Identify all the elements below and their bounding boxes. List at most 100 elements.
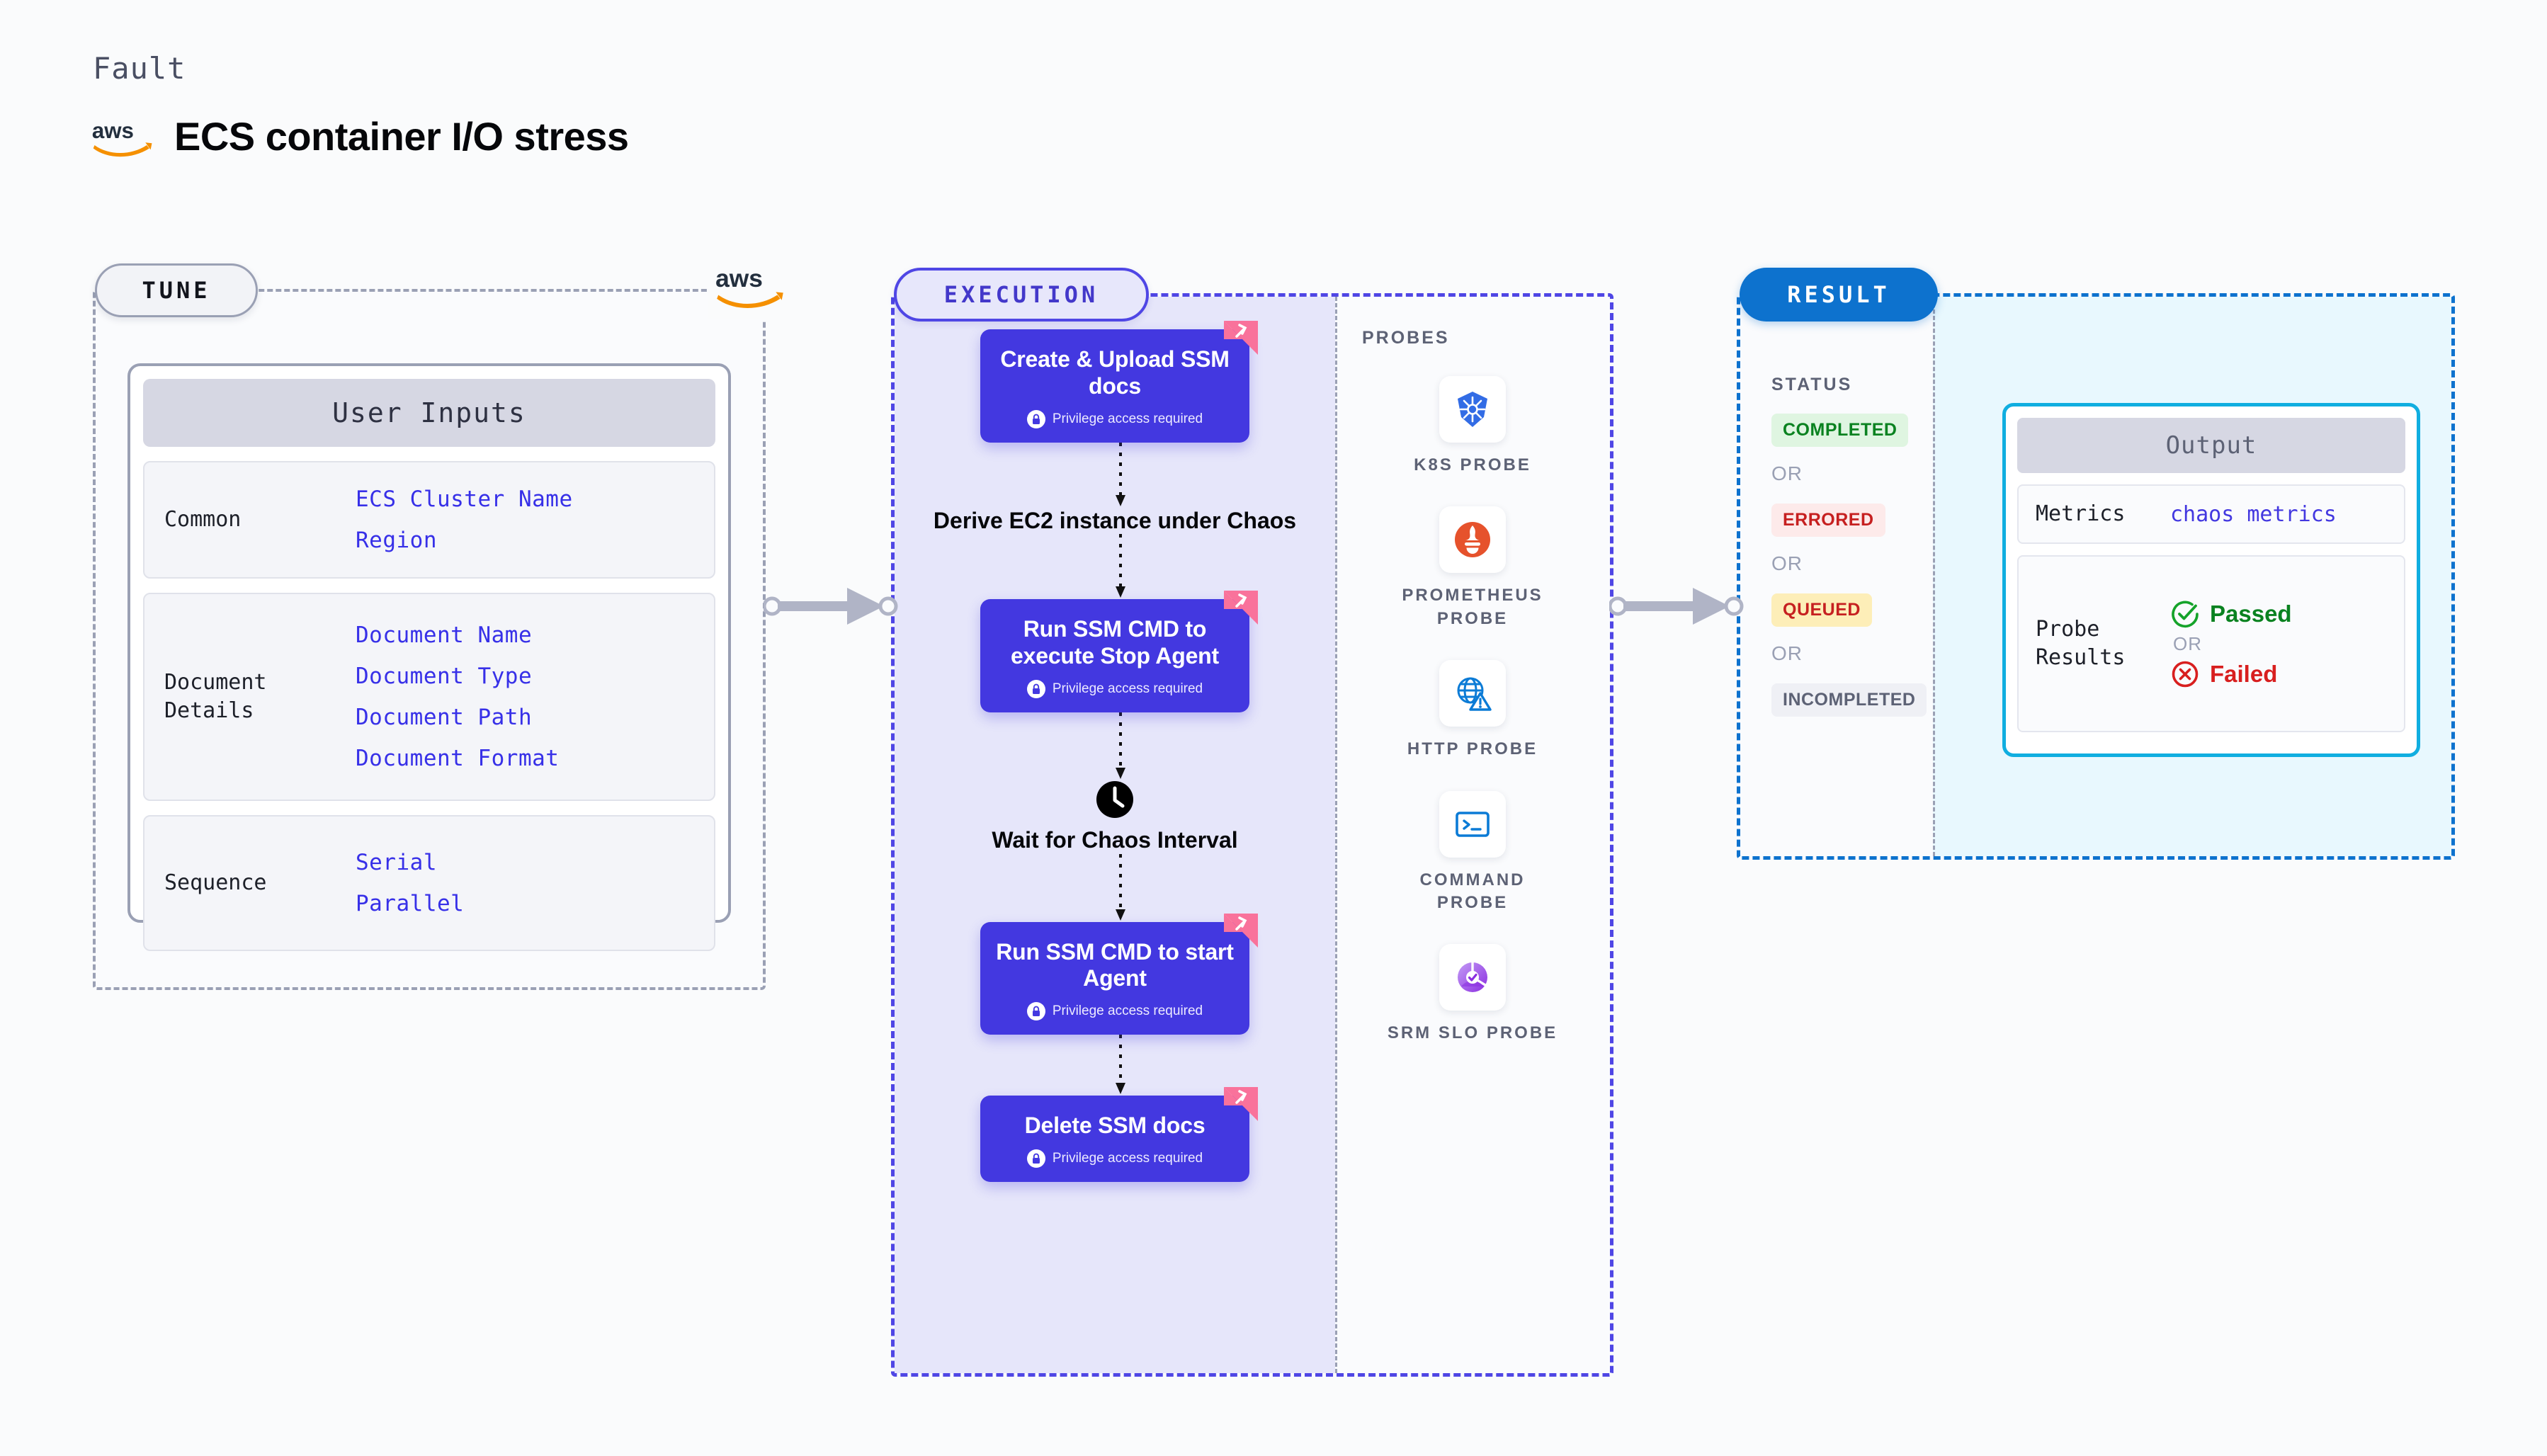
or-separator: OR — [2173, 632, 2202, 654]
probe-item-k8s[interactable]: K8S PROBE — [1384, 376, 1561, 477]
probe-icon-tile — [1439, 660, 1506, 727]
input-value[interactable]: Document Name — [356, 622, 533, 648]
flow-arrow — [1113, 712, 1125, 780]
probe-label: HTTP PROBE — [1407, 739, 1538, 759]
lock-icon — [1026, 1002, 1045, 1020]
privilege-note: Privilege access required — [992, 1149, 1238, 1168]
svg-text:aws: aws — [92, 118, 134, 142]
input-value[interactable]: Document Format — [356, 746, 560, 771]
privilege-text: Privilege access required — [1052, 1150, 1203, 1166]
execution-step-card[interactable]: Create & Upload SSM docs Privilege acces… — [980, 321, 1258, 443]
privilege-note: Privilege access required — [992, 409, 1238, 428]
probes-column: PROBES — [1335, 297, 1610, 1373]
execution-step-card[interactable]: Run SSM CMD to execute Stop Agent Privil… — [980, 591, 1258, 712]
lock-icon — [1026, 1149, 1045, 1168]
fault-eyebrow-label: Fault — [93, 51, 186, 86]
user-inputs-card: User Inputs Common ECS Cluster Name Regi… — [127, 363, 731, 951]
status-badge-completed: COMPLETED — [1771, 414, 1909, 447]
result-panel: STATUS COMPLETED OR ERRORED OR QUEUED OR… — [1737, 293, 2455, 860]
or-separator: OR — [1771, 462, 1803, 484]
flow-arrow — [1113, 442, 1125, 508]
step-title: Create & Upload SSM docs — [1000, 346, 1230, 399]
probe-label: SRM SLO PROBE — [1387, 1023, 1558, 1043]
probe-icon-tile — [1439, 506, 1506, 574]
privilege-note: Privilege access required — [992, 679, 1238, 698]
probe-result-values: Passed OR Failed — [2170, 599, 2292, 689]
flow-arrow — [1113, 534, 1125, 599]
privilege-text: Privilege access required — [1052, 1003, 1203, 1018]
output-metrics-value[interactable]: chaos metrics — [2170, 501, 2337, 527]
row-label: Sequence — [164, 870, 267, 895]
revert-badge-icon — [1224, 913, 1258, 948]
status-label: STATUS — [1771, 375, 1853, 394]
execution-step-list: Create & Upload SSM docs Privilege acces… — [895, 297, 1335, 1373]
input-value[interactable]: Parallel — [356, 891, 465, 916]
execution-steps-background — [895, 297, 1335, 1373]
page-title: ECS container I/O stress — [174, 114, 629, 159]
privilege-note: Privilege access required — [992, 1002, 1238, 1020]
lock-icon — [1026, 409, 1045, 428]
execution-step-plain: Derive EC2 instance under Chaos — [934, 508, 1296, 535]
output-row-metrics: Metrics chaos metrics — [2017, 484, 2405, 544]
execution-step-card[interactable]: Run SSM CMD to start Agent Privilege acc… — [980, 913, 1258, 1035]
clock-icon — [1096, 780, 1133, 818]
probe-result-passed: Passed — [2170, 599, 2292, 629]
probe-icon-tile — [1439, 944, 1506, 1011]
probe-icon-tile — [1439, 376, 1506, 443]
execution-step-card[interactable]: Delete SSM docs Privilege access require… — [980, 1087, 1258, 1182]
connector-tune-to-execution — [762, 581, 898, 635]
result-divider — [1933, 297, 1935, 856]
output-row-probe-results: Probe Results Passed OR — [2017, 555, 2405, 732]
probe-label: COMMAND PROBE — [1419, 870, 1526, 912]
step-title: Wait for Chaos Interval — [992, 826, 1238, 853]
row-values: Document Name Document Type Document Pat… — [356, 622, 559, 771]
input-value[interactable]: Document Path — [356, 705, 533, 730]
user-inputs-row-common: Common ECS Cluster Name Region — [143, 461, 715, 579]
or-separator: OR — [1771, 642, 1803, 664]
x-circle-icon — [2172, 661, 2199, 687]
user-inputs-title: User Inputs — [143, 379, 715, 447]
or-separator: OR — [1771, 552, 1803, 574]
row-label: Document Details — [164, 669, 267, 724]
status-badge-errored: ERRORED — [1771, 504, 1885, 537]
step-title: Run SSM CMD to start Agent — [996, 938, 1234, 991]
tune-pill[interactable]: TUNE — [95, 263, 258, 317]
output-title: Output — [2017, 418, 2405, 473]
flow-arrow — [1113, 853, 1125, 922]
input-value[interactable]: Serial — [356, 850, 437, 875]
probe-item-http[interactable]: HTTP PROBE — [1384, 660, 1561, 761]
privilege-text: Privilege access required — [1052, 411, 1203, 426]
input-value[interactable]: ECS Cluster Name — [356, 487, 573, 512]
execution-pill[interactable]: EXECUTION — [894, 268, 1149, 322]
revert-badge-icon — [1224, 591, 1258, 625]
revert-badge-icon — [1224, 321, 1258, 355]
result-pill[interactable]: RESULT — [1740, 268, 1938, 322]
check-circle-icon — [2172, 601, 2199, 627]
user-inputs-row-document-details: Document Details Document Name Document … — [143, 593, 715, 801]
probe-item-prometheus[interactable]: PROMETHEUS PROBE — [1384, 506, 1561, 630]
svg-text:aws: aws — [715, 265, 763, 292]
page-title-row: aws ECS container I/O stress — [91, 113, 629, 159]
output-card: Output Metrics chaos metrics Probe Resul… — [2002, 403, 2420, 757]
input-value[interactable]: Region — [356, 528, 437, 553]
flow-arrow — [1113, 1035, 1125, 1096]
revert-badge-icon — [1224, 1087, 1258, 1121]
output-probe-results-label: Probe Results — [2036, 616, 2126, 671]
probes-label: PROBES — [1362, 328, 1450, 348]
step-title: Delete SSM docs — [1024, 1113, 1206, 1138]
probe-item-srm-slo[interactable]: SRM SLO PROBE — [1384, 944, 1561, 1045]
input-value[interactable]: Document Type — [356, 664, 533, 689]
terminal-icon — [1456, 811, 1490, 837]
output-metrics-label: Metrics — [2036, 501, 2126, 526]
execution-step-wait: Wait for Chaos Interval — [992, 780, 1238, 854]
status-column: STATUS COMPLETED OR ERRORED OR QUEUED OR… — [1771, 375, 1934, 717]
status-badge-queued: QUEUED — [1771, 593, 1872, 627]
connector-execution-to-result — [1608, 581, 1744, 635]
probe-result-failed: Failed — [2170, 659, 2292, 689]
probe-item-command[interactable]: COMMAND PROBE — [1384, 790, 1561, 915]
probe-icon-tile — [1439, 790, 1506, 858]
step-title: Run SSM CMD to execute Stop Agent — [1011, 616, 1219, 669]
privilege-text: Privilege access required — [1052, 681, 1203, 696]
aws-logo-badge: aws — [708, 251, 793, 319]
